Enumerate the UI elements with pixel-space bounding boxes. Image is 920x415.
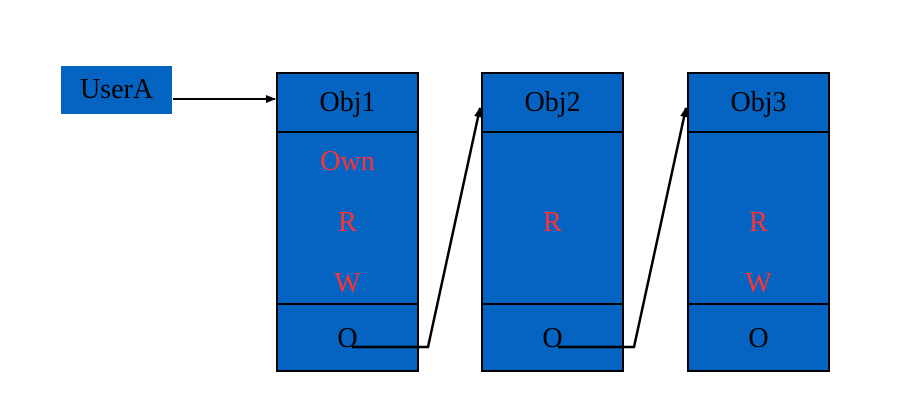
user-box: UserA	[61, 66, 172, 114]
right-label: W	[334, 268, 361, 299]
object-box-2: Obj2 R O	[481, 72, 624, 372]
object-header: Obj3	[689, 74, 828, 133]
pointer-label: O	[337, 322, 358, 354]
right-label: R	[338, 207, 357, 238]
right-label: R	[749, 207, 768, 238]
right-label: R	[543, 207, 562, 238]
rights-section: Own R W	[278, 133, 417, 305]
rights-section: R W	[689, 133, 828, 305]
object-box-3: Obj3 R W O	[687, 72, 830, 372]
pointer-section: O	[483, 305, 622, 372]
user-label: UserA	[79, 74, 154, 105]
object-name: Obj3	[730, 86, 787, 118]
object-name: Obj1	[319, 86, 376, 118]
object-header: Obj1	[278, 74, 417, 133]
pointer-section: O	[278, 305, 417, 372]
pointer-label: O	[542, 322, 563, 354]
object-header: Obj2	[483, 74, 622, 133]
object-name: Obj2	[524, 86, 581, 118]
rights-section: R	[483, 133, 622, 305]
right-label: Own	[320, 146, 375, 177]
object-box-1: Obj1 Own R W O	[276, 72, 419, 372]
pointer-section: O	[689, 305, 828, 372]
right-label: W	[745, 268, 772, 299]
pointer-label: O	[748, 322, 769, 354]
